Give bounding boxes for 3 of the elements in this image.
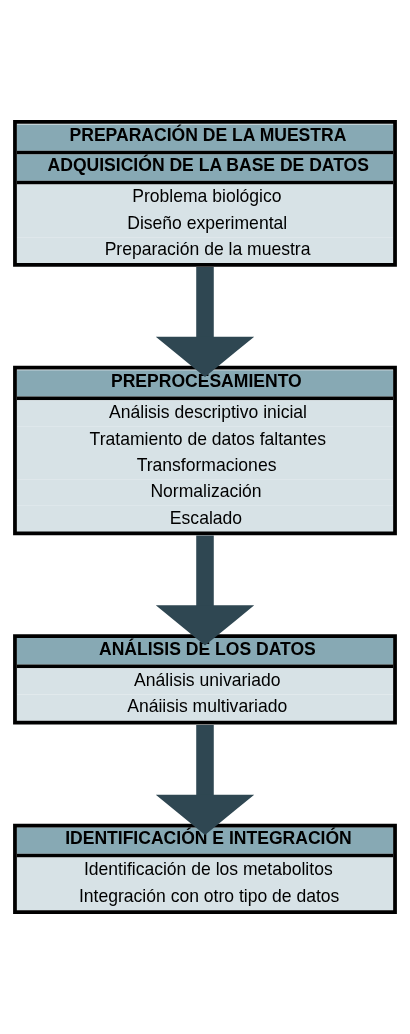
arrow [155,535,255,646]
arrow [155,266,255,377]
arrow [155,724,255,835]
